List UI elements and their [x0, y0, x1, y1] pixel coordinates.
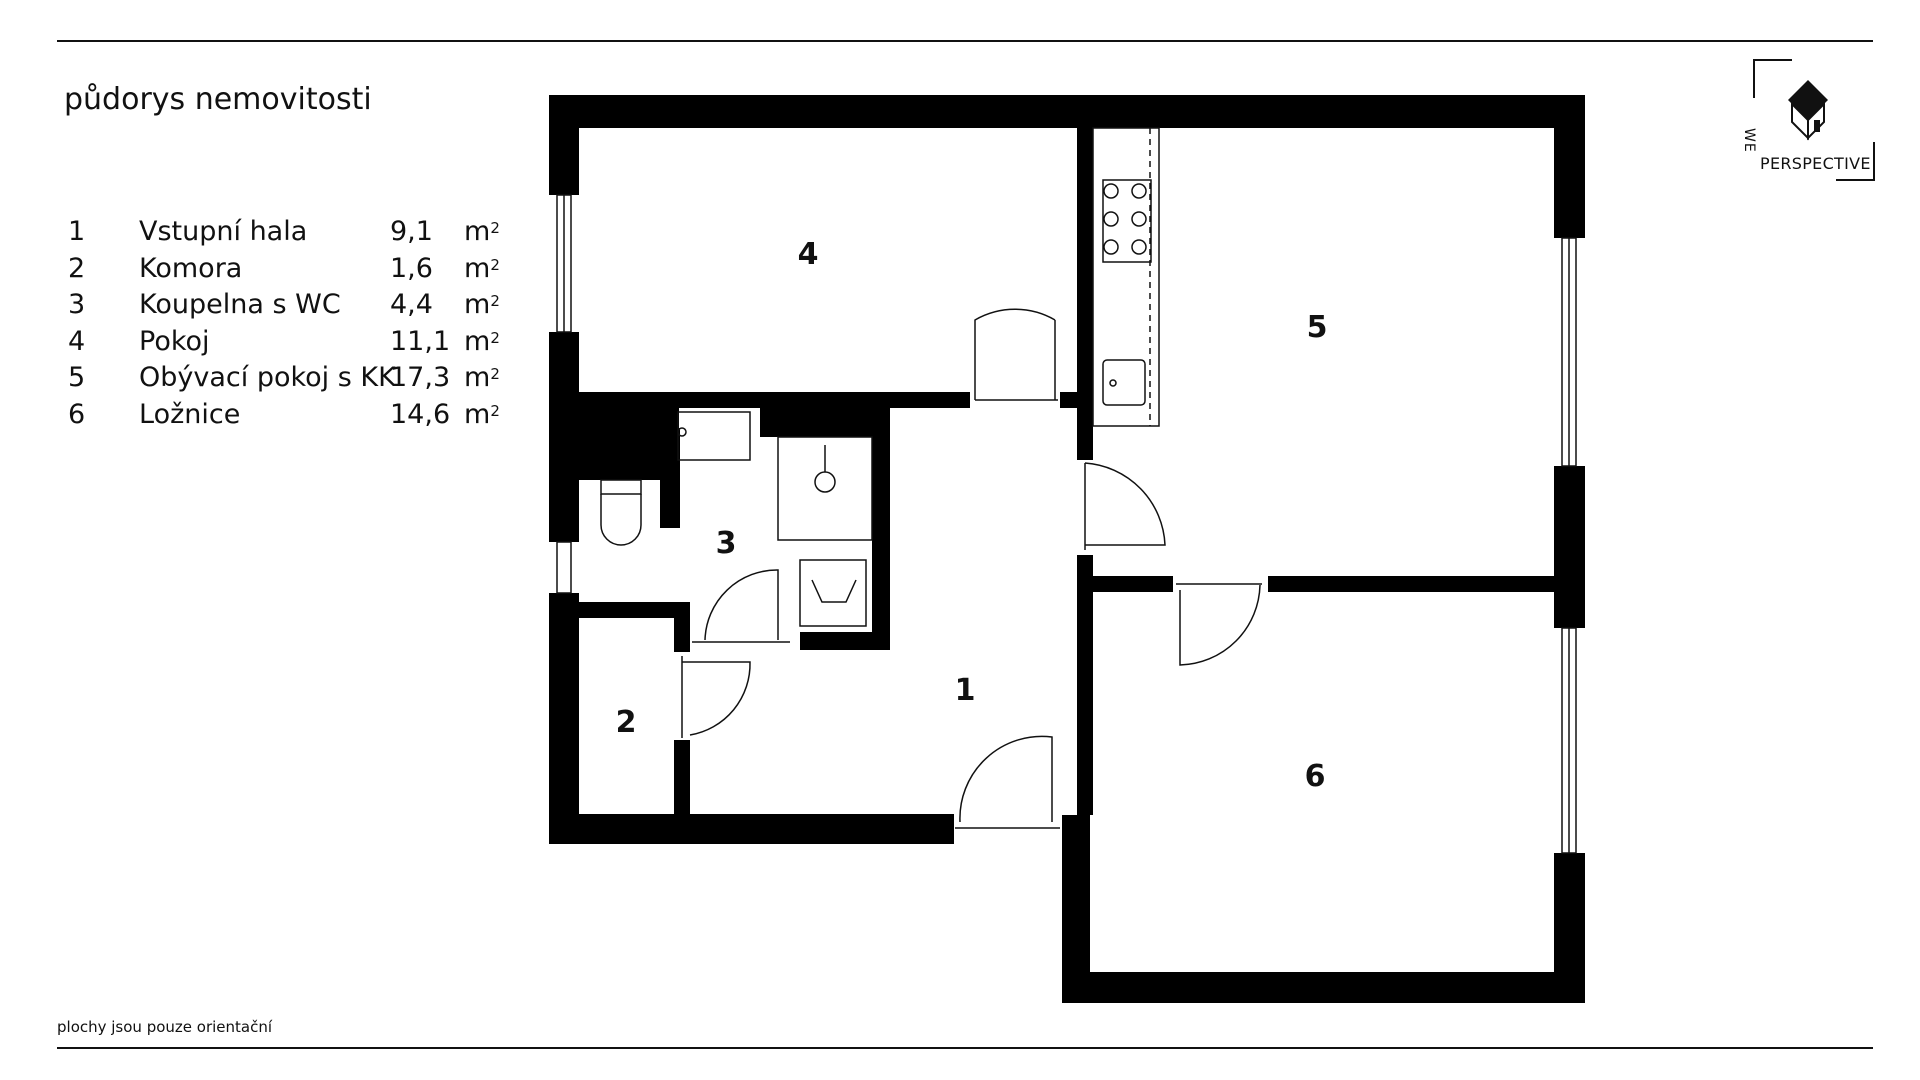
room-name: Ložnice [139, 398, 241, 430]
we-perspective-logo [1753, 59, 1875, 181]
room-number: 3 [68, 289, 86, 320]
room-name: Obývací pokoj s KK [139, 362, 396, 393]
room-unit: m2 [464, 398, 500, 430]
walls [549, 95, 1585, 1003]
room-unit: m2 [464, 252, 500, 284]
house-icon [1788, 80, 1828, 141]
room-area: 9,1 [390, 216, 433, 247]
bottom-rule [57, 1047, 1873, 1049]
bathroom-fixtures [600, 411, 873, 627]
room-number: 2 [68, 252, 86, 284]
plan-label-6: 6 [1305, 759, 1326, 794]
top-rule [57, 40, 1873, 42]
kitchen-counter [1092, 127, 1160, 427]
room-unit: m2 [464, 362, 500, 393]
room-unit: m2 [464, 216, 500, 247]
footnote: plochy jsou pouze orientační [57, 1018, 273, 1036]
room-number: 5 [68, 362, 86, 393]
room-number: 4 [68, 325, 86, 357]
room-unit: m2 [464, 325, 500, 357]
room-area: 4,4 [390, 289, 433, 320]
plan-label-3: 3 [716, 526, 737, 561]
doors [681, 308, 1262, 829]
room-number: 1 [68, 216, 86, 247]
windows [556, 194, 1577, 854]
room-name: Vstupní hala [139, 216, 308, 247]
room-area: 14,6 [390, 398, 451, 430]
plan-label-1: 1 [955, 673, 976, 708]
room-name: Pokoj [139, 325, 210, 357]
plan-label-4: 4 [798, 237, 819, 272]
room-name: Koupelna s WC [139, 289, 341, 320]
plan-label-5: 5 [1307, 310, 1328, 345]
room-unit: m2 [464, 289, 500, 320]
room-name: Komora [139, 252, 243, 284]
logo-text-perspective: PERSPECTIVE [1760, 154, 1871, 173]
room-area: 11,1 [390, 325, 451, 357]
page-title: půdorys nemovitosti [64, 82, 372, 117]
room-area: 17,3 [390, 362, 451, 393]
room-area: 1,6 [390, 252, 433, 284]
room-number: 6 [68, 398, 86, 430]
plan-label-2: 2 [616, 705, 637, 740]
